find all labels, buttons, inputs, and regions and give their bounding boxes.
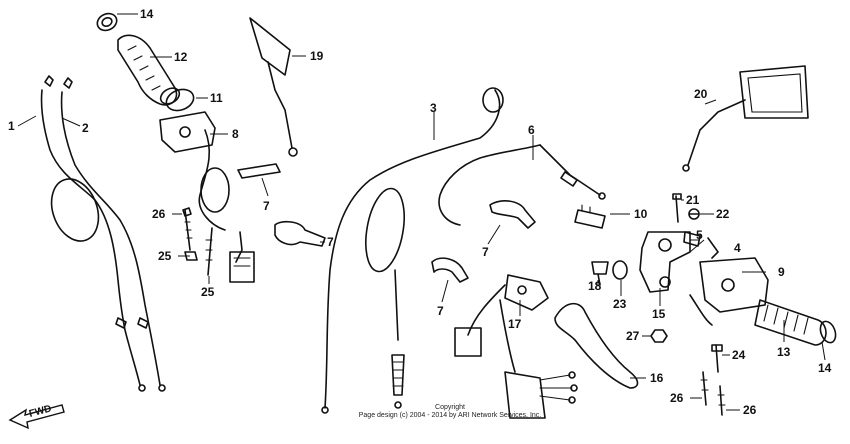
part-label: 15 bbox=[652, 307, 666, 321]
cable-6[interactable] bbox=[438, 144, 606, 226]
grip-end-14-left[interactable] bbox=[95, 11, 120, 34]
switch-housing-8[interactable] bbox=[159, 111, 255, 283]
part-label: 8 bbox=[232, 127, 239, 141]
bolt-21[interactable] bbox=[672, 193, 682, 223]
band-7-a[interactable] bbox=[237, 163, 281, 179]
bolt-26-left[interactable] bbox=[182, 207, 193, 251]
copyright-footer: Copyright Page design (c) 2004 - 2014 by… bbox=[300, 404, 600, 420]
part-label: 19 bbox=[310, 49, 324, 63]
front-stop-switch-17[interactable] bbox=[454, 274, 578, 419]
grip-end-14-right[interactable] bbox=[818, 319, 839, 344]
part-label: 21 bbox=[686, 193, 700, 207]
nut-23[interactable] bbox=[612, 260, 628, 280]
part-label: 13 bbox=[777, 345, 791, 359]
clutch-cable-3[interactable] bbox=[321, 87, 504, 414]
part-label: 7 bbox=[437, 304, 444, 318]
switch-10[interactable] bbox=[574, 204, 606, 229]
part-label: 22 bbox=[716, 207, 730, 221]
part-label: 17 bbox=[508, 317, 522, 331]
copyright-line-1: Copyright bbox=[435, 404, 465, 411]
part-labels: 1 2 3 4 5 6 7 7 7 7 8 9 10 11 12 13 14 1… bbox=[8, 7, 832, 417]
part-label: 11 bbox=[210, 91, 223, 105]
leader-lines bbox=[17, 13, 826, 411]
nut-25-left-a[interactable] bbox=[184, 251, 198, 261]
bolt-26-right-a[interactable] bbox=[700, 371, 709, 406]
throttle-grip-12[interactable] bbox=[117, 34, 182, 107]
part-label: 14 bbox=[818, 361, 832, 375]
part-label: 7 bbox=[482, 245, 489, 259]
part-label: 9 bbox=[778, 265, 785, 279]
part-label: 26 bbox=[743, 403, 757, 417]
part-label: 26 bbox=[670, 391, 684, 405]
part-label: 23 bbox=[613, 297, 627, 311]
throttle-cable-1[interactable] bbox=[40, 75, 146, 392]
part-label: 18 bbox=[588, 279, 602, 293]
bracket-4[interactable] bbox=[707, 237, 719, 259]
part-label: 1 bbox=[8, 119, 15, 133]
right-grip-13[interactable] bbox=[754, 299, 827, 346]
switch-housing-9[interactable] bbox=[689, 257, 769, 326]
pivot-bolt-18[interactable] bbox=[591, 261, 609, 286]
clamp-7-c[interactable] bbox=[489, 200, 536, 229]
part-label: 10 bbox=[634, 207, 648, 221]
part-label: 12 bbox=[174, 50, 188, 64]
bolt-25-left-b[interactable] bbox=[205, 227, 213, 276]
mirror-19[interactable] bbox=[249, 17, 298, 157]
part-label: 20 bbox=[694, 87, 708, 101]
part-label: 16 bbox=[650, 371, 664, 385]
clamp-7-b[interactable] bbox=[274, 220, 326, 247]
part-label: 7 bbox=[263, 199, 270, 213]
switch-bracket-11[interactable] bbox=[163, 86, 196, 114]
part-label: 25 bbox=[201, 285, 215, 299]
copyright-line-2: Page design (c) 2004 - 2014 by ARI Netwo… bbox=[358, 412, 542, 419]
lever-holder-15[interactable] bbox=[639, 231, 691, 293]
mirror-20[interactable] bbox=[682, 65, 809, 172]
part-label: 5 bbox=[696, 228, 703, 242]
clutch-pivot-5[interactable] bbox=[683, 231, 701, 247]
part-label: 7 bbox=[327, 235, 334, 249]
part-label: 14 bbox=[140, 7, 154, 21]
lever-16[interactable] bbox=[554, 302, 639, 389]
bolt-26-right-b[interactable] bbox=[717, 385, 726, 416]
throttle-cable-2[interactable] bbox=[60, 77, 166, 392]
part-label: 27 bbox=[626, 329, 640, 343]
screw-22[interactable] bbox=[688, 208, 700, 220]
clamp-7-d[interactable] bbox=[431, 257, 469, 283]
nut-27[interactable] bbox=[650, 329, 668, 343]
part-label: 25 bbox=[158, 249, 172, 263]
part-label: 24 bbox=[732, 348, 746, 362]
forward-arrow-icon: FWD bbox=[8, 403, 65, 430]
part-label: 4 bbox=[734, 241, 741, 255]
part-label: 6 bbox=[528, 123, 535, 137]
part-label: 2 bbox=[82, 121, 89, 135]
part-label: 3 bbox=[430, 101, 437, 115]
part-label: 26 bbox=[152, 207, 166, 221]
bolt-24[interactable] bbox=[711, 344, 723, 373]
